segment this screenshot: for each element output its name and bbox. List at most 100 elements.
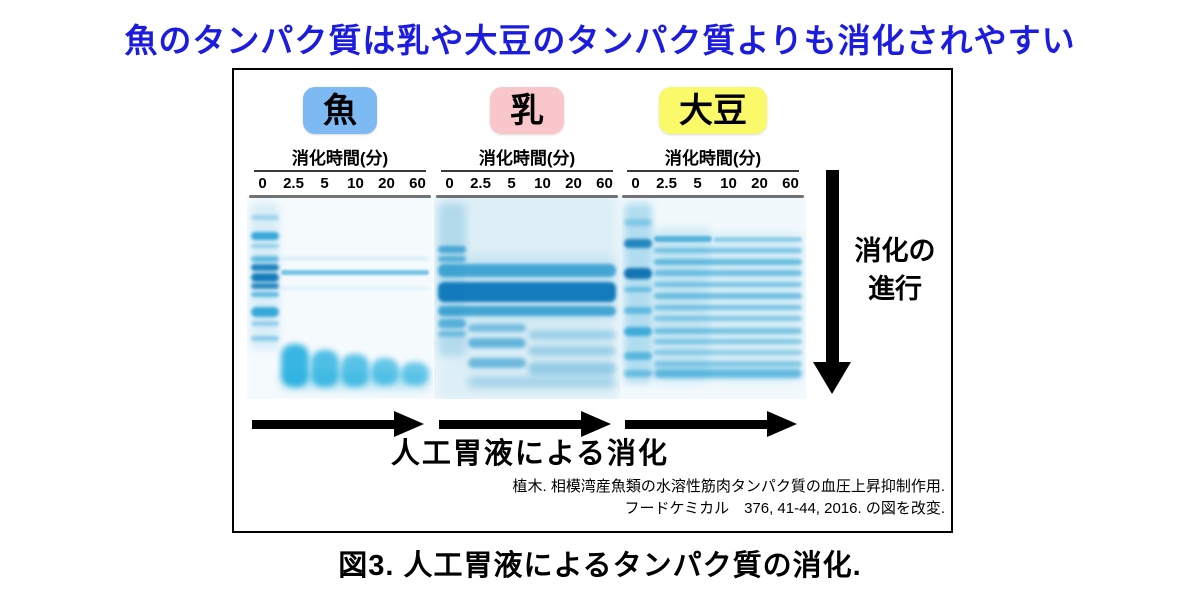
gel-band	[624, 326, 652, 336]
time-direction-arrow	[252, 411, 428, 437]
arrow-shaft	[252, 419, 394, 429]
gel-band	[281, 343, 309, 387]
gel-band	[654, 281, 802, 287]
time-tick: 2.5	[283, 175, 304, 192]
gel-band	[341, 354, 369, 387]
digestion-time-header: 消化時間(分)	[291, 149, 389, 168]
gel-band	[654, 338, 802, 344]
gel-band	[654, 259, 802, 266]
gel-image	[620, 195, 806, 399]
gel-band	[624, 352, 652, 361]
gel-band	[251, 231, 279, 240]
time-tick: 5	[320, 175, 329, 192]
gel-band	[438, 203, 466, 357]
progress-label-line2: 進行	[868, 274, 922, 304]
arrow-shaft	[825, 170, 839, 362]
arrow-head-right-icon	[394, 411, 424, 437]
gel-band	[468, 323, 526, 332]
gel-image	[434, 195, 620, 399]
arrow-head-right-icon	[767, 411, 797, 437]
gel-band	[251, 335, 279, 341]
arrow-head-down-icon	[813, 362, 851, 394]
gel-band	[654, 327, 802, 334]
figure-title: 魚のタンパク質は乳や大豆のタンパク質よりも消化されやすい	[124, 22, 1076, 59]
citation-line2: フードケミカル 376, 41-44, 2016. の図を改変.	[624, 500, 945, 517]
time-direction-arrow	[625, 411, 801, 437]
time-tick: 10	[534, 175, 551, 192]
header-underline	[627, 170, 799, 172]
gel-band	[251, 272, 279, 282]
gel-band	[654, 305, 802, 311]
gel-band	[438, 256, 466, 263]
gel-band	[654, 235, 712, 242]
figure-caption: 図3. 人工胃液によるタンパク質の消化.	[338, 550, 862, 582]
gel-top-edge	[436, 195, 618, 198]
gel-band	[654, 369, 802, 378]
arrow-shaft	[625, 419, 767, 429]
sample-label: 大豆	[679, 91, 747, 130]
citation: 植木. 相模湾産魚類の水溶性筋肉タンパク質の血圧上昇抑制作用. フードケミカル …	[512, 476, 945, 520]
time-tick: 5	[507, 175, 516, 192]
time-direction-arrow	[439, 411, 615, 437]
gel-band	[468, 376, 616, 387]
gel-band	[371, 358, 399, 385]
gel-band	[251, 321, 279, 326]
gel-band	[624, 219, 652, 226]
gel-band	[438, 330, 466, 337]
gel-band	[654, 316, 802, 322]
gel-band	[654, 292, 802, 300]
gel-band	[528, 345, 616, 357]
time-tick: 5	[693, 175, 702, 192]
sample-label-chip: 魚	[303, 87, 377, 134]
gel-band	[311, 350, 339, 387]
time-tick: 20	[751, 175, 768, 192]
gel-band	[281, 270, 429, 275]
time-tick: 60	[596, 175, 613, 192]
gel-band	[251, 215, 279, 221]
gel-band	[654, 270, 802, 276]
gel-band	[624, 307, 652, 315]
gel-band	[281, 286, 429, 291]
gel-band	[654, 350, 802, 356]
gel-band	[251, 264, 279, 272]
arrow-head-right-icon	[581, 411, 611, 437]
arrow-shaft	[439, 419, 581, 429]
gel-band	[251, 243, 279, 249]
time-tick: 20	[378, 175, 395, 192]
sample-label: 魚	[323, 91, 357, 130]
sample-label-chip: 乳	[490, 87, 564, 134]
time-tick: 10	[720, 175, 737, 192]
gel-band	[654, 229, 712, 381]
gel-band	[251, 282, 279, 289]
gel-top-edge	[622, 195, 804, 198]
gel-band	[251, 291, 279, 297]
gel-band	[468, 358, 526, 369]
header-underline	[254, 170, 426, 172]
time-tick: 10	[347, 175, 364, 192]
gel-band	[251, 256, 279, 263]
gel-band	[281, 257, 429, 261]
gel-band	[468, 337, 526, 348]
gel-band	[528, 362, 616, 375]
gel-band	[624, 238, 652, 249]
gel-band	[528, 329, 616, 340]
digestion-time-header: 消化時間(分)	[664, 149, 762, 168]
gel-top-edge	[249, 195, 431, 198]
digestion-progress-label: 消化の 進行	[838, 232, 952, 308]
sample-label: 乳	[510, 91, 544, 130]
header-underline	[441, 170, 613, 172]
gel-band	[438, 306, 616, 317]
time-tick: 60	[782, 175, 799, 192]
gel-band	[401, 362, 429, 385]
gel-band	[714, 233, 802, 381]
gel-band	[438, 246, 466, 254]
